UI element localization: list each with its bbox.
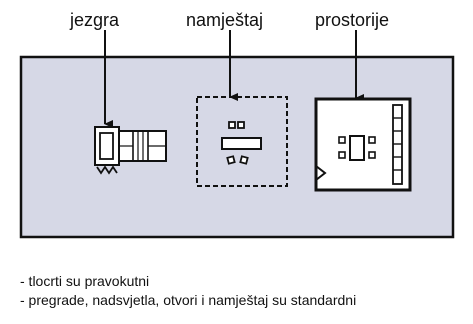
furniture-layout-icon <box>196 96 288 187</box>
label-jezgra: jezgra <box>70 10 120 30</box>
note-item: - tlocrti su pravokutni <box>20 273 150 289</box>
core-unit-icon <box>94 126 167 175</box>
room-plan-icon <box>314 97 412 192</box>
label-namjestaj: namještaj <box>186 10 264 30</box>
label-prostorije: prostorije <box>315 10 390 30</box>
notes-list: - tlocrti su pravokutni - pregrade, nads… <box>20 272 356 310</box>
note-item: - pregrade, nadsvjetla, otvori i namješt… <box>20 292 357 308</box>
